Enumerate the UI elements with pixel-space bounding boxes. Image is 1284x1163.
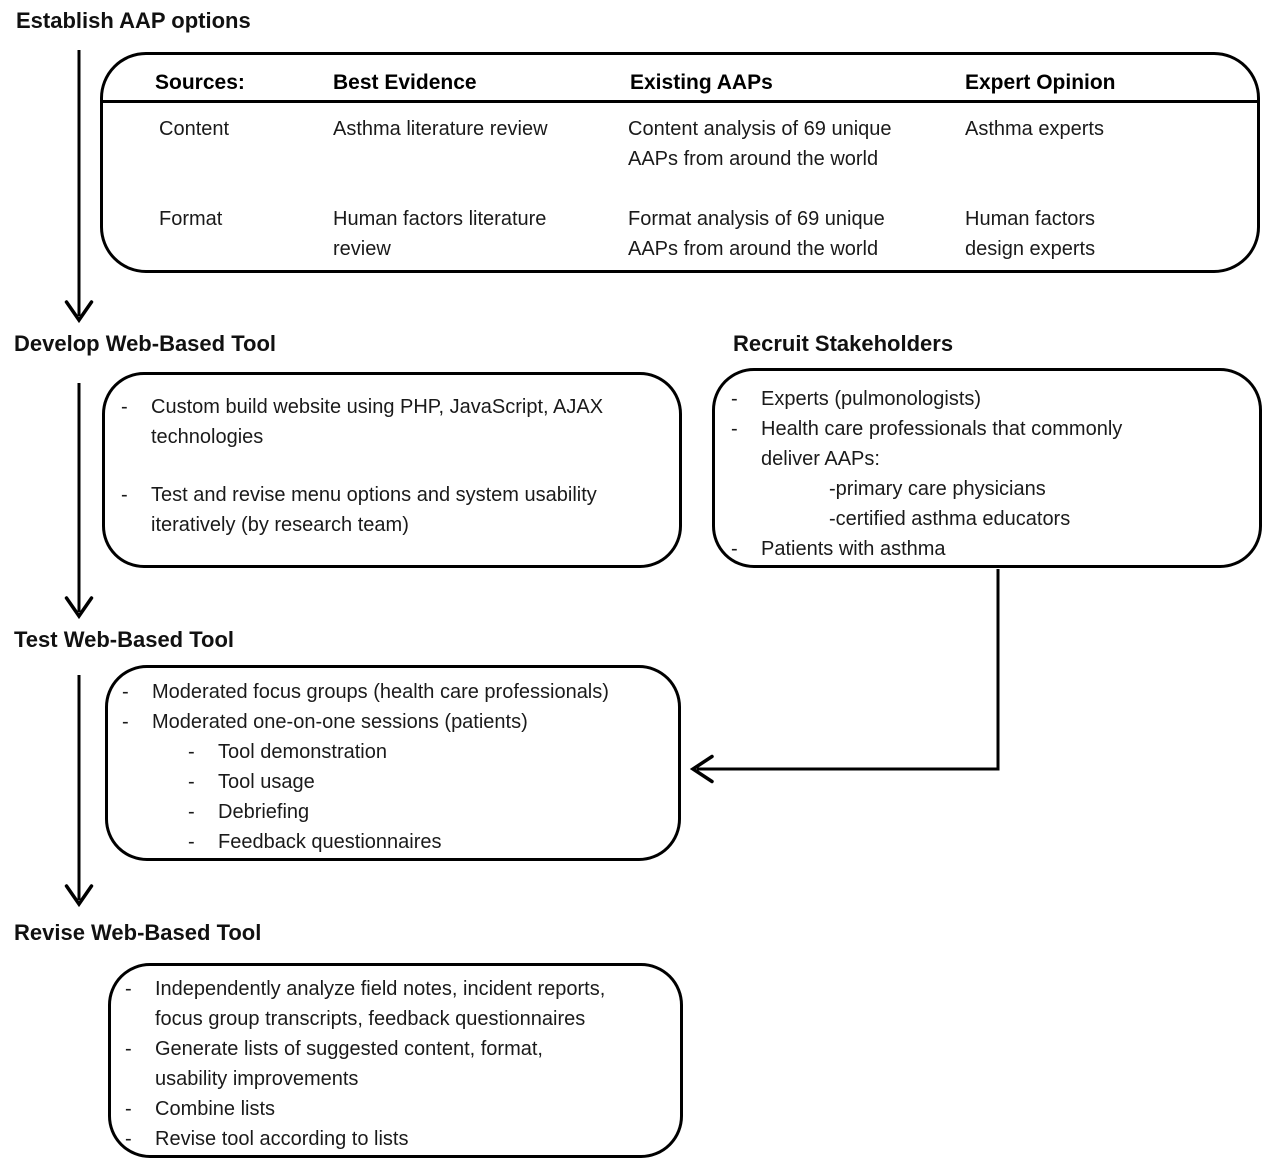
- bullet-dash: -: [188, 741, 195, 763]
- bullet-dash: -: [122, 711, 129, 733]
- test-subitem-debriefing: - Debriefing: [122, 797, 672, 827]
- develop-item-1: - Custom build website using PHP, JavaSc…: [121, 392, 669, 452]
- revise-item-combine-lists: - Combine lists: [125, 1094, 673, 1124]
- bullet-dash: -: [125, 1128, 132, 1150]
- revise-item-generate-lists: - Generate lists of suggested content, f…: [125, 1034, 673, 1094]
- revise-item-revise-tool: - Revise tool according to lists: [125, 1124, 673, 1154]
- sources-table-box: Sources: Best Evidence Existing AAPs Exp…: [100, 52, 1260, 273]
- cell-content-source: Content: [159, 118, 230, 140]
- arrow-establish-to-develop: [64, 50, 94, 324]
- bullet-dash: -: [122, 681, 129, 703]
- bullet-dash: -: [188, 831, 195, 853]
- bullet-dash: -: [125, 978, 132, 1000]
- bullet-dash: -: [188, 801, 195, 823]
- col-header-sources: Sources:: [155, 71, 245, 94]
- test-subitem-demonstration: - Tool demonstration: [122, 737, 672, 767]
- heading-develop-web-based-tool: Develop Web-Based Tool: [14, 331, 277, 356]
- revise-tool-box: - Independently analyze field notes, inc…: [108, 963, 683, 1158]
- test-subitem-usage: - Tool usage: [122, 767, 672, 797]
- test-item-one-on-one: - Moderated one-on-one sessions (patient…: [122, 707, 672, 737]
- heading-test-web-based-tool: Test Web-Based Tool: [14, 627, 235, 652]
- test-tool-box: - Moderated focus groups (health care pr…: [105, 665, 681, 861]
- arrow-test-to-revise: [64, 675, 94, 908]
- col-header-existing-aaps: Existing AAPs: [630, 71, 773, 94]
- bullet-dash: -: [731, 388, 738, 410]
- revise-item-analyze: - Independently analyze field notes, inc…: [125, 974, 673, 1034]
- cell-format-best-evidence: Human factors literature review: [333, 208, 547, 260]
- bullet-dash: -: [121, 484, 128, 506]
- develop-item-2: - Test and revise menu options and syste…: [121, 480, 669, 540]
- recruit-item-experts: - Experts (pulmonologists): [731, 384, 1251, 414]
- recruit-stakeholders-box: - Experts (pulmonologists) - Health care…: [712, 368, 1262, 568]
- heading-revise-web-based-tool: Revise Web-Based Tool: [14, 920, 262, 945]
- test-item-focus-groups: - Moderated focus groups (health care pr…: [122, 677, 672, 707]
- arrow-recruit-to-test: [689, 569, 1000, 784]
- col-header-best-evidence: Best Evidence: [333, 71, 477, 94]
- arrow-develop-to-test: [64, 383, 94, 620]
- table-header-separator: [100, 100, 1260, 103]
- recruit-subitem-asthma-educators: -certified asthma educators: [829, 508, 1071, 530]
- bullet-dash: -: [188, 771, 195, 793]
- bullet-dash: -: [121, 396, 128, 418]
- cell-format-existing-aaps: Format analysis of 69 unique AAPs from a…: [628, 208, 885, 260]
- heading-establish-aap-options: Establish AAP options: [16, 8, 251, 33]
- bullet-dash: -: [125, 1038, 132, 1060]
- bullet-dash: -: [731, 538, 738, 560]
- cell-content-existing-aaps: Content analysis of 69 unique AAPs from …: [628, 118, 892, 170]
- recruit-item-hcp: - Health care professionals that commonl…: [731, 414, 1251, 474]
- col-header-expert-opinion: Expert Opinion: [965, 71, 1116, 94]
- heading-recruit-stakeholders: Recruit Stakeholders: [733, 331, 954, 356]
- cell-content-expert-opinion: Asthma experts: [965, 118, 1104, 140]
- develop-tool-box: - Custom build website using PHP, JavaSc…: [102, 372, 682, 568]
- recruit-subitem-primary-care: -primary care physicians: [829, 478, 1046, 500]
- bullet-dash: -: [731, 418, 738, 440]
- cell-format-source: Format: [159, 208, 223, 230]
- recruit-item-patients: - Patients with asthma: [731, 534, 1251, 564]
- cell-format-expert-opinion: Human factors design experts: [965, 208, 1096, 260]
- cell-content-best-evidence: Asthma literature review: [333, 118, 548, 140]
- bullet-dash: -: [125, 1098, 132, 1120]
- test-subitem-feedback: - Feedback questionnaires: [122, 827, 672, 857]
